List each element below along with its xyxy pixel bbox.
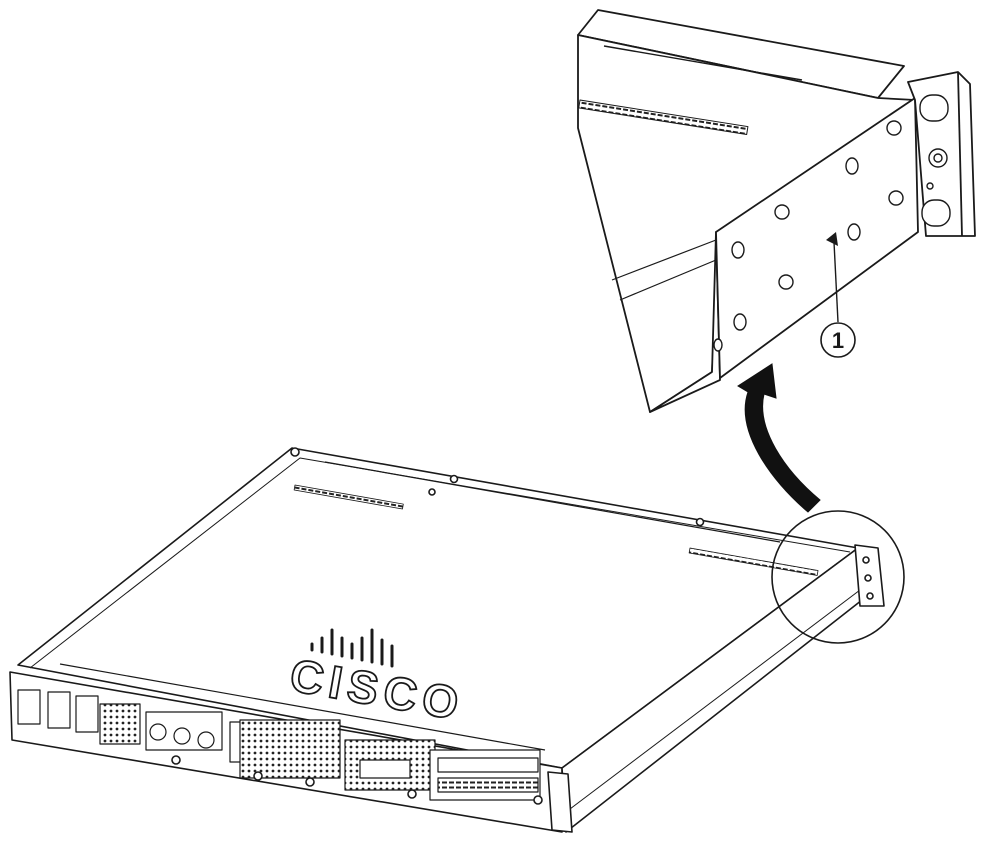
bracket-detail-view (577, 9, 976, 413)
callout-1-circle (820, 322, 856, 358)
detail-ear-mounting-slots (919, 94, 951, 227)
detail-bracket-screws (774, 120, 904, 290)
top-vent-slots-right (688, 547, 819, 576)
callout-1: 1 (820, 232, 856, 358)
curved-arrow (737, 363, 821, 513)
router-chassis (9, 447, 885, 833)
detail-magnifier-circle (771, 510, 905, 644)
detail-bracket-holes (713, 157, 861, 352)
detail-vent-slots (578, 99, 749, 135)
front-ear-right (547, 771, 573, 833)
callout-1-label: 1 (832, 328, 844, 353)
detail-bracket-plate (715, 97, 919, 379)
top-vent-slots-left (293, 484, 404, 510)
front-port-block (17, 689, 541, 801)
